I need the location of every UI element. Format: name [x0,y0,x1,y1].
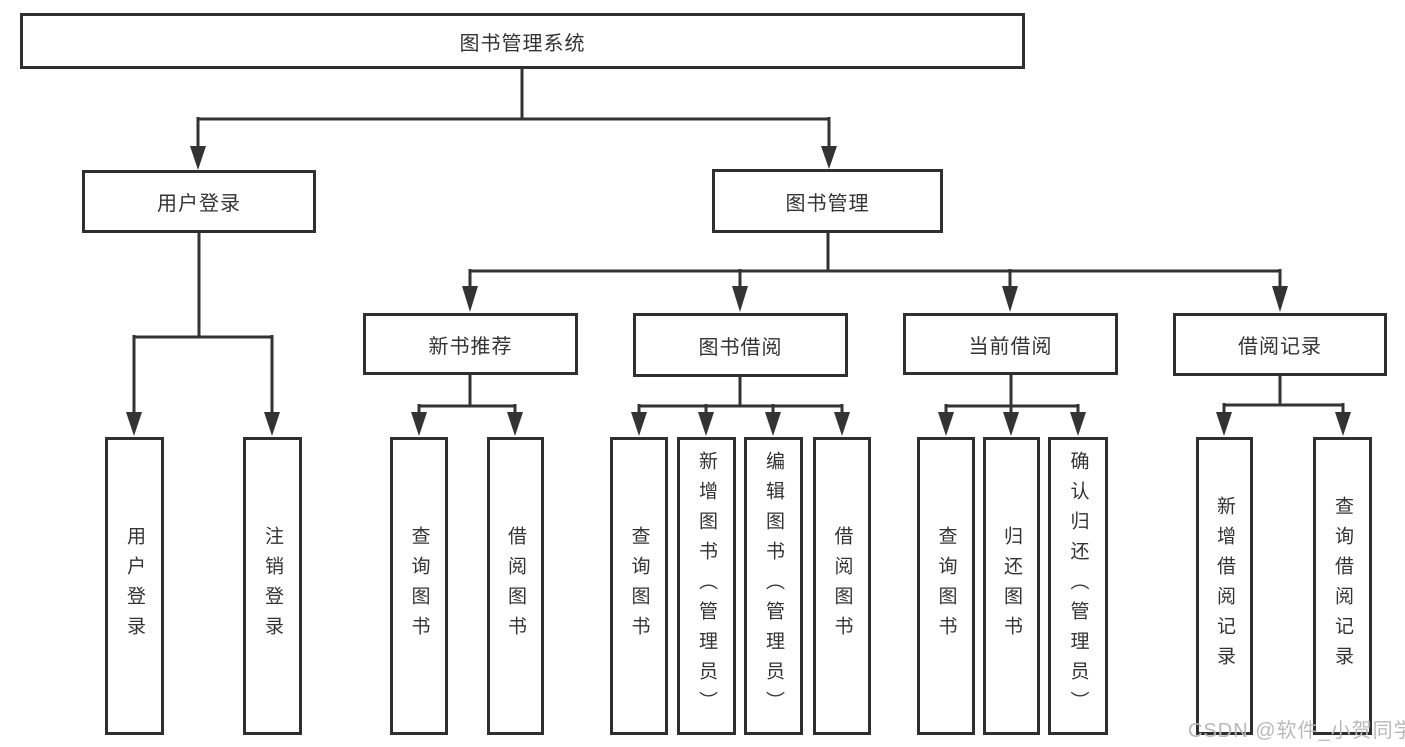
node-book-borrow-label: 图书借阅 [698,336,783,359]
leaf-return-book: 归还图书 [983,437,1040,735]
leaf-query-book-borrow-label: 查询图书 [628,526,650,646]
leaf-edit-book-admin: 编辑图书（管理员） [744,437,803,735]
leaf-borrow-book-recommend-label: 借阅图书 [505,526,526,646]
leaf-query-borrow-record-label: 查询借阅记录 [1332,496,1353,676]
leaf-borrow-book: 借阅图书 [813,437,871,735]
leaf-add-book-admin-label: 新增图书（管理员） [696,451,717,721]
leaf-query-book-borrow: 查询图书 [610,437,668,735]
leaf-borrow-book-label: 借阅图书 [831,526,853,646]
node-borrow-records: 借阅记录 [1173,313,1387,376]
leaf-add-book-admin: 新增图书（管理员） [677,437,736,735]
leaf-user-login-label: 用户登录 [124,526,145,646]
node-current-borrow-label: 当前借阅 [968,335,1053,358]
leaf-user-login: 用户登录 [105,437,164,735]
leaf-logout-label: 注销登录 [262,526,283,646]
leaf-add-borrow-record-label: 新增借阅记录 [1214,496,1235,676]
node-user-login-label: 用户登录 [157,193,241,215]
leaf-query-book-recommend-label: 查询图书 [408,526,430,646]
leaf-confirm-return-admin-label: 确认归还（管理员） [1067,451,1089,721]
leaf-borrow-book-recommend: 借阅图书 [487,437,544,735]
leaf-query-book-current-label: 查询图书 [935,526,957,646]
leaf-return-book-label: 归还图书 [1001,526,1022,646]
node-book-management-label: 图书管理 [785,192,870,215]
leaf-confirm-return-admin: 确认归还（管理员） [1048,437,1108,735]
node-book-borrow: 图书借阅 [633,313,848,377]
node-user-login: 用户登录 [82,170,316,233]
watermark: CSDN @软件_小贺同学 [1188,720,1405,742]
node-borrow-records-label: 借阅记录 [1238,336,1322,358]
node-root-system: 图书管理系统 [20,13,1025,69]
node-new-book-recommend-label: 新书推荐 [428,335,513,358]
node-book-management: 图书管理 [712,169,943,233]
node-root-system-label: 图书管理系统 [459,32,586,55]
leaf-query-borrow-record: 查询借阅记录 [1313,437,1372,735]
node-new-book-recommend: 新书推荐 [363,313,578,375]
leaf-query-book-current: 查询图书 [917,437,975,735]
leaf-edit-book-admin-label: 编辑图书（管理员） [763,451,784,721]
leaf-logout: 注销登录 [243,437,302,735]
node-current-borrow: 当前借阅 [903,313,1118,375]
leaf-add-borrow-record: 新增借阅记录 [1196,437,1253,735]
leaf-query-book-recommend: 查询图书 [390,437,448,735]
